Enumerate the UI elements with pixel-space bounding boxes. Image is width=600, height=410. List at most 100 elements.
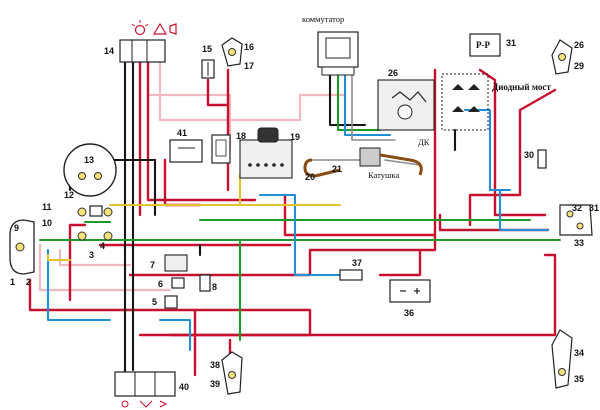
callout-12: 12 (64, 190, 74, 200)
switch-41: 41 (169, 128, 203, 163)
wire-pink-3 (58, 248, 132, 267)
wire-red-5 (128, 68, 437, 277)
horn-icon (169, 23, 177, 35)
callout-13: 13 (84, 155, 94, 165)
callout-38: 38 (210, 360, 220, 370)
callout-1: 1 (10, 277, 15, 287)
wire-pink-2 (148, 93, 232, 152)
wire-red-3 (206, 78, 230, 107)
callout-10: 10 (42, 218, 52, 228)
callout-33: 33 (574, 238, 584, 248)
callout-36: 36 (404, 308, 414, 318)
relay-regulator-label: Р-Р (476, 40, 490, 50)
wire-red-8 (468, 88, 557, 227)
handlebar-switch-40: 40 (114, 371, 189, 408)
wire-red-12 (168, 253, 557, 337)
callout-18: 18 (236, 131, 246, 141)
wire-gray-1 (351, 74, 396, 141)
wire-red-11 (378, 248, 422, 277)
callout-17: 17 (244, 61, 254, 71)
callout-26b: 26 (574, 40, 584, 50)
callout-9: 9 (14, 223, 19, 233)
callout-8: 8 (212, 282, 217, 292)
turn-signal-lamp-icon (228, 48, 236, 56)
callout-41: 41 (177, 128, 187, 138)
wire-blue-2 (258, 193, 342, 277)
wire-group-blue (46, 73, 550, 352)
callout-26: 26 (388, 68, 398, 78)
indicator-lamps: 12 11 10 3 4 (42, 190, 113, 260)
wire-blue-6 (158, 318, 192, 352)
wire-red-16 (68, 223, 87, 302)
callout-31b: 31 (589, 203, 599, 213)
turn-signal-rear-left: 34 35 (551, 329, 584, 389)
relay-18: 18 (211, 131, 246, 164)
callout-6: 6 (158, 279, 163, 289)
callout-4: 4 (100, 241, 105, 251)
wire-group-yellow (47, 174, 341, 261)
callout-30: 30 (524, 150, 534, 160)
callout-11: 11 (42, 202, 52, 212)
callout-35: 35 (574, 374, 584, 384)
wire-gray-3 (384, 159, 421, 166)
wire-blue-4 (498, 188, 550, 232)
wire-pink-4 (38, 243, 172, 292)
callout-19: 19 (290, 132, 300, 142)
engine-sensors: 7 6 8 5 (150, 254, 217, 309)
callout-39: 39 (210, 379, 220, 389)
diode-bridge: Диодный мост (441, 73, 551, 131)
wire-pink-1 (158, 53, 347, 122)
generator-26: 26 ДК (377, 68, 435, 147)
callout-14: 14 (104, 46, 114, 56)
wire-black-5 (328, 73, 367, 127)
ignition-switch-19: 19 (239, 127, 300, 179)
callout-31: 31 (506, 38, 516, 48)
headlight-icon (131, 20, 149, 36)
dk-label: ДК (418, 137, 430, 147)
fuse-37: 37 (339, 258, 363, 281)
callout-34: 34 (574, 348, 584, 358)
fuse-15: 15 (201, 44, 215, 79)
wire-blue-1 (343, 73, 392, 137)
callout-32: 32 (572, 203, 582, 213)
headlight-switch-block: 14 (104, 20, 177, 63)
wire-group-green (38, 73, 562, 342)
wire-blue-3 (46, 248, 112, 322)
callout-7: 7 (150, 260, 155, 270)
commutator: коммутатор (302, 14, 359, 76)
callout-16: 16 (244, 42, 254, 52)
warning-lamp-icon (152, 22, 168, 35)
turn-signal-front-left: 38 39 (210, 351, 243, 395)
wire-red-6 (478, 68, 547, 217)
relay-regulator: Р-Р 31 (469, 33, 516, 57)
callout-29: 29 (574, 61, 584, 71)
wire-group-pink (38, 53, 347, 292)
callout-2: 2 (26, 277, 31, 287)
callout-37: 37 (352, 258, 362, 268)
battery-icon (389, 279, 431, 303)
headlight-9: 9 1 2 (9, 219, 35, 287)
callout-21: 21 (332, 164, 342, 174)
wire-red-7 (438, 213, 550, 232)
callout-15: 15 (202, 44, 212, 54)
fuse-30: 30 (524, 149, 547, 169)
callout-5: 5 (152, 297, 157, 307)
battery-36: 36 (389, 279, 431, 318)
callout-3: 3 (89, 250, 94, 260)
callout-20: 20 (305, 172, 315, 182)
wire-red-2 (146, 48, 257, 202)
turn-signal-front-right: 16 17 (221, 37, 254, 71)
turn-signal-rear-right: 26 29 (551, 39, 584, 75)
wire-red-15 (163, 158, 202, 207)
wire-group-gray (311, 74, 421, 166)
wire-red-14 (283, 193, 437, 237)
commutator-label: коммутатор (302, 14, 344, 24)
wire-yellow-3 (47, 254, 71, 261)
callout-40: 40 (179, 382, 189, 392)
coil-label: Катушка (368, 170, 400, 180)
ignition-coil: 20 21 Катушка (303, 147, 423, 182)
speedometer-13: 13 (63, 143, 117, 197)
wire-green-1 (336, 73, 382, 132)
diode-bridge-label: Диодный мост (492, 82, 551, 92)
